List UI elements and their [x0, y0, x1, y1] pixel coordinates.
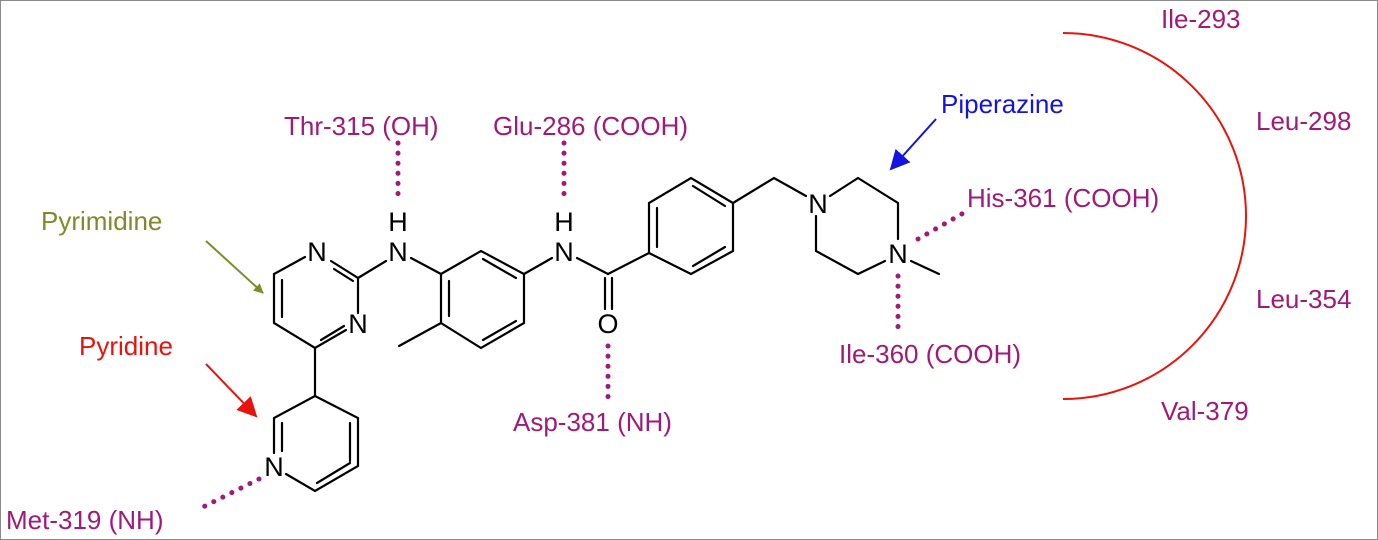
- atom-n: N: [888, 239, 908, 269]
- residue-ile360: Ile-360 (COOH): [839, 339, 1021, 369]
- pyridine-label: Pyridine: [79, 331, 173, 361]
- residue-asp381: Asp-381 (NH): [513, 407, 672, 437]
- residue-leu354: Leu-354: [1256, 284, 1351, 314]
- bonds: [272, 176, 941, 493]
- residue-leu298: Leu-298: [1256, 106, 1351, 136]
- atom-h: H: [388, 207, 408, 237]
- hbond-met319: [198, 476, 262, 511]
- residue-his361: His-361 (COOH): [967, 183, 1159, 213]
- atom-o: O: [597, 309, 618, 339]
- residue-val379: Val-379: [1161, 396, 1249, 426]
- hydrophobic-pocket-arc: [1062, 32, 1247, 400]
- residue-ile293: Ile-293: [1161, 4, 1241, 34]
- atom-n: N: [307, 237, 327, 267]
- pyridine-arrow: [205, 363, 258, 418]
- atom-n: N: [554, 237, 574, 267]
- residue-glu286: Glu-286 (COOH): [493, 111, 688, 141]
- residue-met319: Met-319 (NH): [6, 505, 163, 535]
- pyrimidine-label: Pyrimidine: [41, 206, 162, 236]
- piperazine-label: Piperazine: [941, 89, 1064, 119]
- atom-n: N: [808, 189, 828, 219]
- atom-n: N: [264, 452, 284, 482]
- pyrimidine-arrow: [205, 240, 264, 294]
- atom-n: N: [388, 237, 408, 267]
- hbond-his361: [915, 208, 970, 242]
- atom-labels: N N N H N H O N N N: [264, 189, 908, 482]
- atom-n: N: [348, 309, 368, 339]
- hydrogen-bonds: [198, 140, 970, 511]
- atom-h: H: [554, 207, 574, 237]
- piperazine-arrow: [889, 118, 937, 171]
- residue-thr315: Thr-315 (OH): [284, 111, 439, 141]
